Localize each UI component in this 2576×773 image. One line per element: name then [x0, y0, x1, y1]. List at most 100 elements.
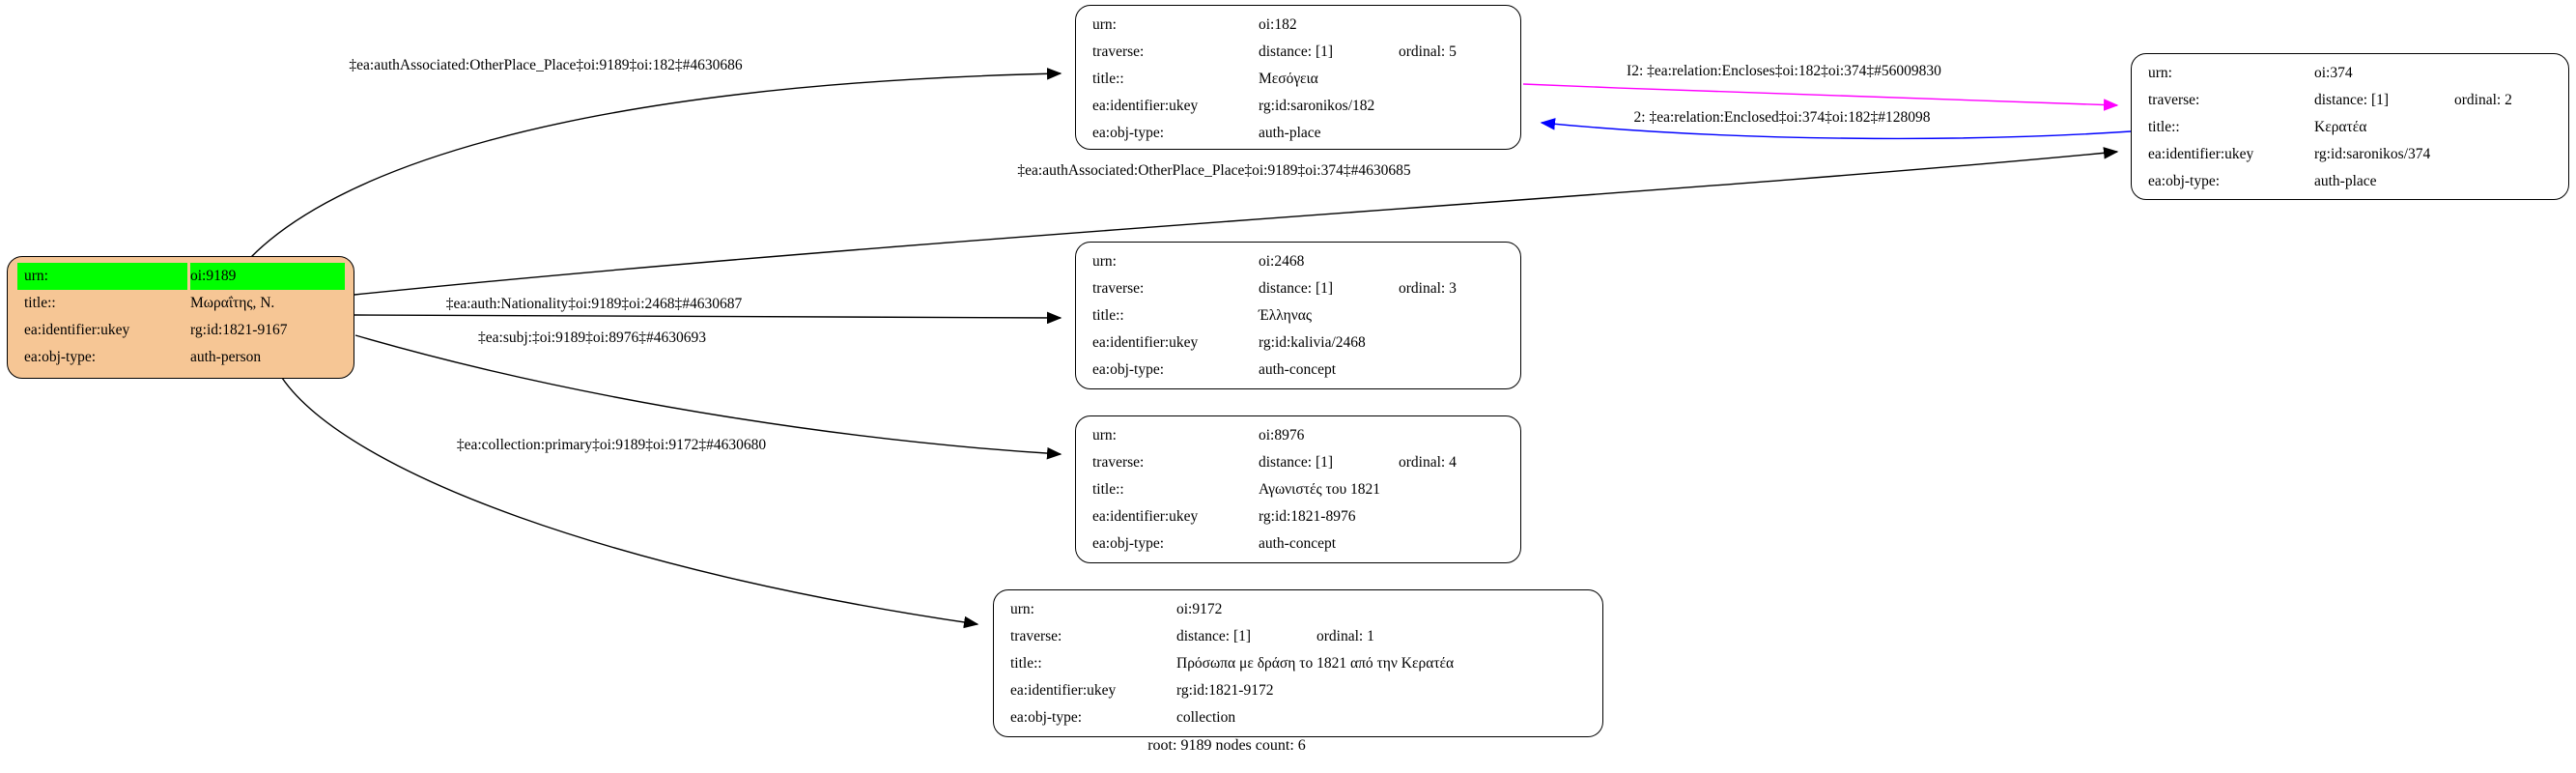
edge-label-nationality: ‡ea:auth:Nationality‡oi:9189‡oi:2468‡#46… [445, 296, 743, 312]
row-value: distance: [1] [1259, 280, 1334, 297]
node-row: ea:identifier:ukey rg:id:kalivia/2468 [1086, 329, 1513, 357]
row-key: title:: [1092, 71, 1124, 87]
row-value: collection [1176, 709, 1236, 726]
row-value: Πρόσωπα με δράση το 1821 από την Κερατέα [1176, 655, 1455, 672]
row-key: urn: [1092, 16, 1117, 33]
row-value: distance: [1] [2314, 92, 2390, 108]
row-key: traverse: [2148, 92, 2200, 108]
row-key: ea:obj-type: [1092, 535, 1165, 552]
row-value: oi:374 [2314, 65, 2353, 81]
node-row: ea:obj-type: auth-place [1086, 120, 1513, 147]
node-row: ea:identifier:ukey rg:id:1821-9172 [1004, 677, 1595, 704]
row-value: auth-place [2314, 173, 2377, 189]
row-value: distance: [1] [1176, 628, 1252, 644]
row-key: ea:identifier:ukey [1092, 98, 1199, 114]
node-row: ea:obj-type: auth-person [17, 344, 346, 371]
edge-9189-2468 [354, 311, 1062, 325]
node-row: traverse: distance: [1] ordinal: 3 [1086, 275, 1513, 302]
row-key: title:: [1092, 307, 1124, 324]
row-value: oi:182 [1259, 16, 1297, 33]
node-row: ea:identifier:ukey rg:id:saronikos/374 [2141, 141, 2561, 168]
node-row: ea:identifier:ukey rg:id:1821-8976 [1086, 503, 1513, 530]
graph-caption: root: 9189 nodes count: 6 [1147, 737, 1306, 754]
row-value: distance: [1] [1259, 43, 1334, 60]
edge-label-9189-374: ‡ea:authAssociated:OtherPlace_Place‡oi:9… [1017, 162, 1411, 179]
row-key: ea:obj-type: [1092, 361, 1165, 378]
row-value: auth-place [1259, 125, 1321, 141]
edge-label-encloses: I2: ‡ea:relation:Encloses‡oi:182‡oi:374‡… [1627, 63, 1941, 79]
row-key: urn: [1010, 601, 1034, 617]
edge-9189-182 [250, 68, 1062, 258]
row-key: traverse: [1092, 280, 1145, 297]
row-key: ea:obj-type: [2148, 173, 2221, 189]
row-key: ea:obj-type: [1092, 125, 1165, 141]
row-value: distance: [1] [1259, 454, 1334, 471]
edge-label-enclosed: 2: ‡ea:relation:Enclosed‡oi:374‡oi:182‡#… [1633, 109, 1931, 126]
edge-label-subj: ‡ea:subj:‡oi:9189‡oi:8976‡#4630693 [478, 329, 706, 346]
edge-374-182-enclosed [1540, 118, 2132, 140]
edge-182-374-encloses [1522, 83, 2119, 111]
row-key: urn: [2148, 65, 2172, 81]
row-ordinal: ordinal: 4 [1399, 454, 1457, 471]
row-value: rg:id:1821-9167 [190, 322, 288, 338]
row-value: rg:id:saronikos/182 [1259, 98, 1375, 114]
row-key: title:: [1010, 655, 1042, 672]
row-value: rg:id:1821-8976 [1259, 508, 1356, 525]
row-value: Αγωνιστές του 1821 [1259, 481, 1380, 498]
node-row: title:: Κερατέα [2141, 114, 2561, 141]
row-ordinal: ordinal: 1 [1316, 628, 1374, 644]
row-value: Κερατέα [2314, 119, 2367, 135]
node-row: ea:obj-type: auth-concept [1086, 357, 1513, 384]
node-row: traverse: distance: [1] ordinal: 5 [1086, 39, 1513, 66]
node-row: traverse: distance: [1] ordinal: 4 [1086, 449, 1513, 476]
node-row: ea:obj-type: auth-concept [1086, 530, 1513, 558]
row-key: traverse: [1092, 454, 1145, 471]
row-key: traverse: [1010, 628, 1062, 644]
node-row: urn: oi:9172 [1004, 596, 1595, 623]
node-row: ea:identifier:ukey rg:id:1821-9167 [17, 317, 346, 344]
row-key: urn: [1092, 253, 1117, 270]
node-row: urn: oi:374 [2141, 60, 2561, 87]
node-row: traverse: distance: [1] ordinal: 1 [1004, 623, 1595, 650]
node-row: urn: oi:9189 [17, 263, 346, 290]
row-key: ea:identifier:ukey [1092, 508, 1199, 525]
row-key: ea:obj-type: [1010, 709, 1083, 726]
row-key: ea:identifier:ukey [1010, 682, 1117, 699]
row-key: ea:obj-type: [24, 349, 97, 365]
edge-9189-8976 [354, 334, 1062, 460]
edge-9189-9172 [281, 377, 979, 629]
node-row: ea:identifier:ukey rg:id:saronikos/182 [1086, 93, 1513, 120]
row-value: auth-concept [1259, 535, 1337, 552]
node-row: urn: oi:182 [1086, 12, 1513, 39]
node-oi-9172: urn: oi:9172 traverse: distance: [1] ord… [993, 589, 1603, 737]
row-value: rg:id:kalivia/2468 [1259, 334, 1366, 351]
edge-9189-374 [354, 147, 2119, 296]
node-row: ea:obj-type: collection [1004, 704, 1595, 731]
edge-label-9189-182: ‡ea:authAssociated:OtherPlace_Place‡oi:9… [349, 57, 743, 73]
node-oi-8976: urn: oi:8976 traverse: distance: [1] ord… [1075, 415, 1521, 563]
row-value: oi:9189 [190, 263, 345, 290]
node-row: urn: oi:8976 [1086, 422, 1513, 449]
row-key: urn: [17, 263, 187, 290]
row-key: traverse: [1092, 43, 1145, 60]
node-row: urn: oi:2468 [1086, 248, 1513, 275]
row-value: oi:9172 [1176, 601, 1223, 617]
row-value: rg:id:1821-9172 [1176, 682, 1274, 699]
node-row: ea:obj-type: auth-place [2141, 168, 2561, 195]
row-value: oi:8976 [1259, 427, 1305, 444]
node-oi-2468: urn: oi:2468 traverse: distance: [1] ord… [1075, 242, 1521, 389]
row-value: Μεσόγεια [1259, 71, 1318, 87]
row-ordinal: ordinal: 2 [2454, 92, 2512, 108]
node-row: title:: Έλληνας [1086, 302, 1513, 329]
node-oi-9189: urn: oi:9189 title:: Μωραΐτης, Ν. ea:ide… [7, 256, 354, 379]
node-row: title:: Αγωνιστές του 1821 [1086, 476, 1513, 503]
row-value: rg:id:saronikos/374 [2314, 146, 2431, 162]
row-key: urn: [1092, 427, 1117, 444]
edge-label-collection: ‡ea:collection:primary‡oi:9189‡oi:9172‡#… [456, 437, 767, 453]
row-value: oi:2468 [1259, 253, 1305, 270]
row-key: title:: [24, 295, 56, 311]
row-key: ea:identifier:ukey [2148, 146, 2254, 162]
row-ordinal: ordinal: 3 [1399, 280, 1457, 297]
row-value: auth-concept [1259, 361, 1337, 378]
